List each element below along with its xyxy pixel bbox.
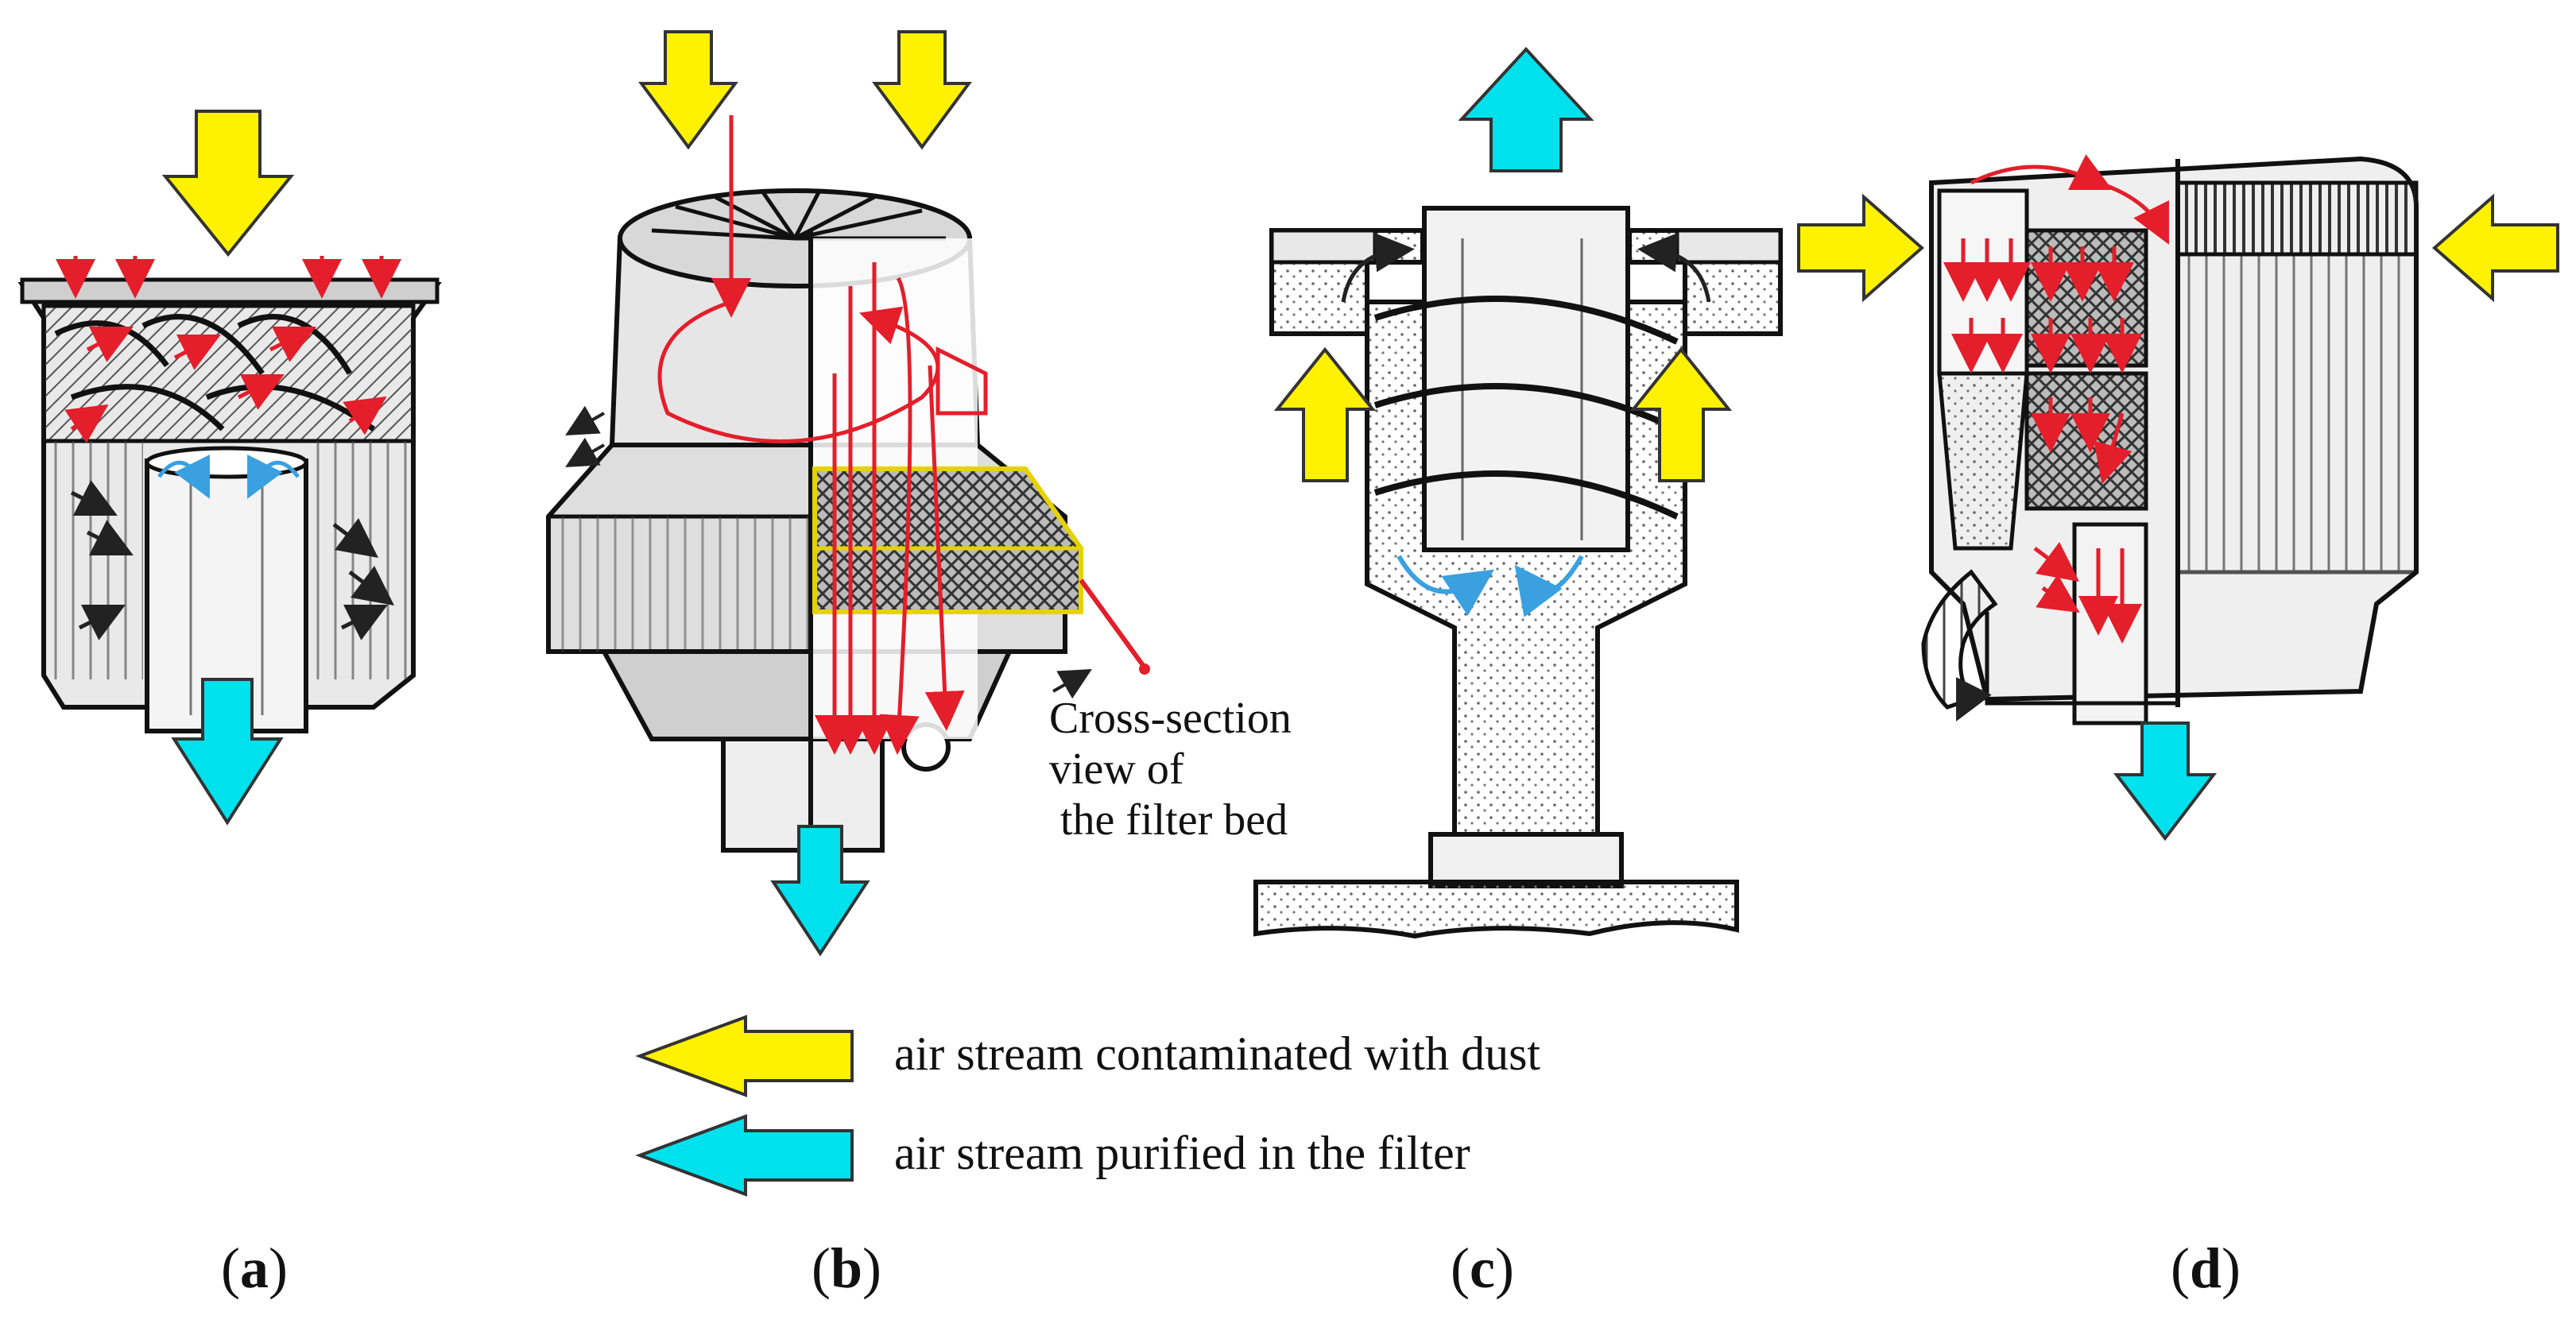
- panel-label-b: (b): [811, 1236, 881, 1300]
- callout-leader: [1079, 578, 1147, 669]
- filter-bed-callout: Cross-section view of the filter bed: [1049, 693, 1292, 845]
- panel-label-a: (a): [221, 1236, 288, 1300]
- panel-label-c: (c): [1451, 1236, 1514, 1300]
- legend-dusty-arrow: [635, 1015, 854, 1097]
- panel-d-drawing: [1797, 154, 2559, 841]
- legend-clean-arrow: [635, 1114, 854, 1197]
- legend-clean-label: air stream purified in the filter: [894, 1127, 1470, 1179]
- panel-b-drawing: [546, 30, 1150, 957]
- clean-air-arrow: [770, 825, 870, 957]
- panel-label-d: (d): [2170, 1236, 2241, 1300]
- legend-dusty-label: air stream contaminated with dust: [894, 1027, 1541, 1080]
- callout-line-2: view of: [1049, 745, 1184, 794]
- dusty-air-arrow-left: [638, 30, 738, 150]
- callout-line-1: Cross-section: [1049, 694, 1292, 743]
- clean-air-arrow: [171, 678, 284, 826]
- dusty-air-arrow-right: [872, 30, 972, 150]
- clean-air-arrow: [1458, 47, 1594, 172]
- dusty-air-arrow: [161, 110, 295, 257]
- dusty-air-arrow-left: [1273, 346, 1377, 482]
- callout-line-3: the filter bed: [1049, 795, 1288, 845]
- clean-air-arrow: [2113, 722, 2218, 841]
- filter-bed: [812, 466, 1083, 614]
- dusty-air-arrow-left: [1797, 193, 1925, 303]
- dusty-air-arrow-right: [2431, 193, 2559, 303]
- dusty-air-arrow-right: [1629, 346, 1733, 482]
- panel-a-drawing: [17, 110, 442, 826]
- panel-c-drawing: [1253, 47, 1783, 939]
